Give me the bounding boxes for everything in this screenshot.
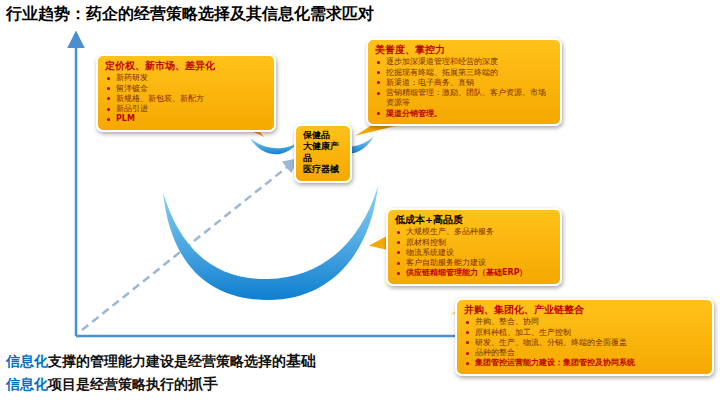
bullet-row: 营销精细管理：激励、团队、客户资源、市场资源等: [375, 88, 553, 108]
strategy-callout: 并购、集团化、产业链整合并购、整合、协同原料种植、加工、生产控制研发、生产、物流…: [455, 298, 714, 376]
bullet-row: 新渠道：电子商务、直销: [375, 78, 553, 88]
statement-text: 信息化: [6, 376, 48, 392]
bullet-row: 供应链精细管理能力（基础ERP）: [395, 268, 553, 278]
bullet-dot: [107, 118, 110, 121]
strategy-callout: 美誉度、掌控力逐步加深渠道管理和经营的深度挖掘现有终端、拓展第三终端的新渠道：电…: [366, 38, 562, 126]
statement-text: 基础: [286, 352, 316, 370]
bullet-dot: [397, 262, 400, 265]
bullet-dot: [107, 108, 110, 111]
bullet-text: 留洋镀金: [116, 84, 148, 93]
bullet-text: 研发、生产、物流、分销、终端的全面覆盖: [475, 338, 627, 347]
bullet-text: 并购、整合、协同: [475, 317, 539, 326]
bullet-dot: [397, 251, 400, 254]
callout-heading: 并购、集团化、产业链整合: [464, 304, 705, 316]
bullet-text: 营销精细管理：激励、团队、客户资源、市场资源等: [386, 88, 546, 107]
bullet-row: 渠道分销管理。: [375, 109, 553, 119]
bullet-row: PLM: [105, 114, 267, 124]
bullet-text: 物流系统建设: [406, 248, 454, 257]
bullet-row: 新品引进: [105, 104, 267, 114]
bullet-text: 供应链精细管理能力（基础ERP）: [406, 268, 528, 277]
bullet-dot: [377, 71, 380, 74]
bullet-dot: [466, 341, 469, 344]
bullet-dot: [466, 321, 469, 324]
bullet-row: 并购、整合、协同: [464, 317, 705, 327]
bullet-row: 逐步加深渠道管理和经营的深度: [375, 57, 553, 67]
horizontal-axis: [76, 335, 478, 338]
bullet-row: 原料种植、加工、生产控制: [464, 328, 705, 338]
bullet-text: 新规格、新包装、新配方: [116, 94, 204, 103]
product-label: 大健康产品: [303, 141, 343, 164]
bullet-dot: [466, 362, 469, 365]
bullet-row: 客户自助服务能力建设: [395, 258, 553, 268]
bullet-text: 客户自助服务能力建设: [406, 258, 486, 267]
bullet-row: 品种的整合: [464, 348, 705, 358]
bullet-text: PLM: [116, 114, 135, 123]
bullet-text: 渠道分销管理。: [386, 109, 442, 118]
bullet-dot: [107, 87, 110, 90]
bullet-dot: [377, 92, 380, 95]
callout-heading: 美誉度、掌控力: [375, 44, 553, 56]
bullet-row: 研发、生产、物流、分销、终端的全面覆盖: [464, 338, 705, 348]
statement-text: 抓手: [188, 375, 218, 393]
statement-text: 项目是经营策略执行的: [48, 376, 188, 392]
bullet-text: 原料种植、加工、生产控制: [475, 328, 571, 337]
statement-line: 信息化支撑的管理能力建设是经营策略选择的基础: [6, 352, 316, 371]
page-title: 行业趋势：药企的经营策略选择及其信息化需求匹对: [6, 4, 374, 25]
statement-text: 支撑的管理能力建设是经营策略选择的: [48, 353, 286, 369]
bullet-text: 新药研发: [116, 73, 148, 82]
statement-text: 信息化: [6, 353, 48, 369]
bullet-text: 挖掘现有终端、拓展第三终端的: [386, 68, 498, 77]
bullet-row: 新规格、新包装、新配方: [105, 94, 267, 104]
bullet-row: 新药研发: [105, 73, 267, 83]
bullet-dot: [377, 81, 380, 84]
bullet-dot: [397, 272, 400, 275]
product-label: 医疗器械: [303, 164, 343, 175]
strategy-callout: 低成本+高品质大规模生产、多品种服务原材料控制物流系统建设客户自助服务能力建设供…: [386, 208, 562, 286]
bullet-dot: [466, 352, 469, 355]
product-box: 保健品大健康产品医疗器械: [294, 124, 352, 183]
bullet-row: 原材料控制: [395, 238, 553, 248]
vertical-axis: [75, 34, 78, 336]
bullet-text: 原材料控制: [406, 238, 446, 247]
bullet-text: 新渠道：电子商务、直销: [386, 78, 474, 87]
bullet-dot: [466, 331, 469, 334]
statement-line: 信息化项目是经营策略执行的抓手: [6, 375, 218, 394]
bullet-dot: [107, 77, 110, 80]
bullet-text: 逐步加深渠道管理和经营的深度: [386, 57, 498, 66]
product-label: 保健品: [303, 130, 343, 141]
bullet-dot: [377, 112, 380, 115]
smile-eye: [250, 138, 298, 154]
bullet-text: 集团管控运营能力建设：集团管控及协同系统: [475, 358, 635, 367]
bullet-row: 物流系统建设: [395, 248, 553, 258]
bullet-dot: [377, 61, 380, 64]
bullet-row: 挖掘现有终端、拓展第三终端的: [375, 68, 553, 78]
callout-heading: 低成本+高品质: [395, 214, 553, 226]
bullet-text: 新品引进: [116, 104, 148, 113]
bullet-dot: [397, 231, 400, 234]
bullet-row: 留洋镀金: [105, 84, 267, 94]
bullet-row: 大规模生产、多品种服务: [395, 227, 553, 237]
bullet-dot: [107, 97, 110, 100]
callout-heading: 定价权、新市场、差异化: [105, 60, 267, 72]
bullet-dot: [397, 241, 400, 244]
smile-mouth: [163, 186, 378, 300]
strategy-callout: 定价权、新市场、差异化新药研发留洋镀金新规格、新包装、新配方新品引进PLM: [96, 54, 276, 132]
bullet-row: 集团管控运营能力建设：集团管控及协同系统: [464, 358, 705, 368]
bullet-text: 大规模生产、多品种服务: [406, 227, 494, 236]
bullet-text: 品种的整合: [475, 348, 515, 357]
